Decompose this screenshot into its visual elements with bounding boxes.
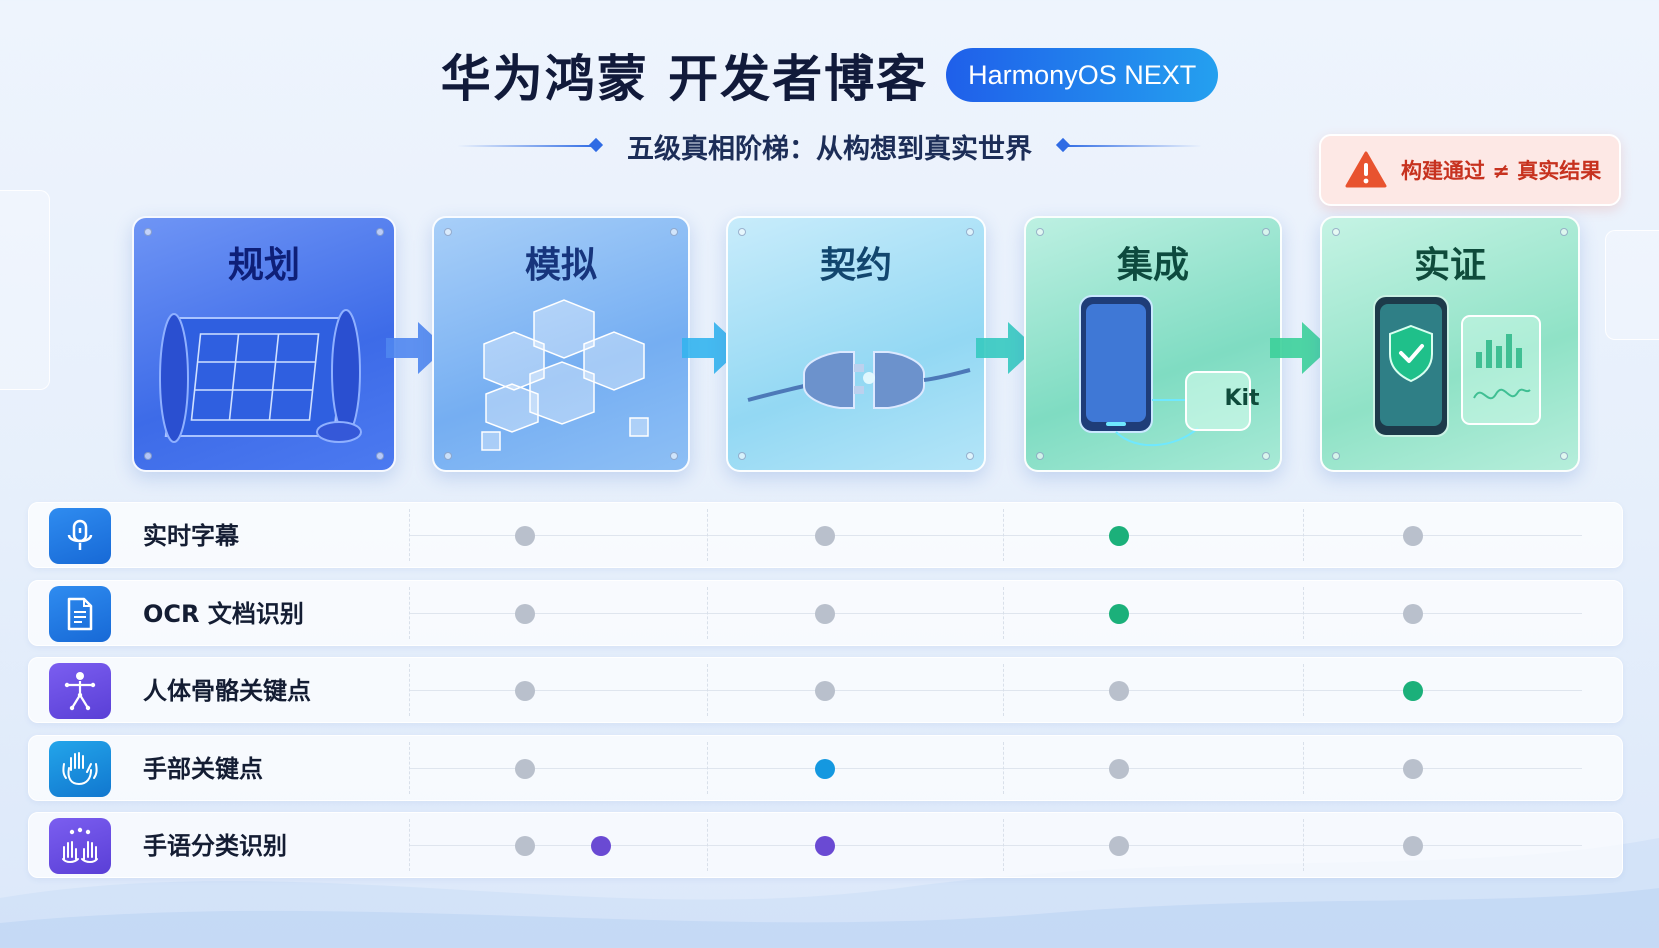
- status-dot-gray: [1109, 681, 1129, 701]
- status-dot-gray: [515, 604, 535, 624]
- table-row: OCR 文档识别: [28, 580, 1623, 646]
- status-dot-gray: [515, 526, 535, 546]
- stage-title-contract: 契约: [819, 245, 892, 286]
- status-dot-gray: [1403, 759, 1423, 779]
- row-label: 人体骨骼关键点: [143, 677, 311, 705]
- row-label: 手部关键点: [143, 755, 263, 783]
- status-dot-purple: [815, 836, 835, 856]
- column-divider: [409, 742, 410, 794]
- stage-title-plan: 规划: [227, 245, 300, 286]
- skeleton-icon: [49, 663, 111, 719]
- status-dot-gray: [1109, 759, 1129, 779]
- header: 华为鸿蒙 开发者博客 HarmonyOS NEXT: [0, 40, 1659, 110]
- hand-icon: [49, 741, 111, 797]
- table-row: 实时字幕: [28, 502, 1623, 568]
- arrow-right-icon: [386, 322, 446, 374]
- column-divider: [1303, 819, 1304, 871]
- status-dot-green: [1403, 681, 1423, 701]
- table-row: 人体骨骼关键点: [28, 657, 1623, 723]
- column-divider: [1303, 509, 1304, 561]
- row-track-line: [409, 535, 1582, 536]
- column-divider: [1003, 742, 1004, 794]
- sign-language-icon: [49, 818, 111, 874]
- column-divider: [1303, 587, 1304, 639]
- arrow-right-icon: [1270, 322, 1330, 374]
- status-dot-green: [1109, 526, 1129, 546]
- table-row: 手部关键点: [28, 735, 1623, 801]
- status-dot-purple: [591, 836, 611, 856]
- column-divider: [707, 587, 708, 639]
- os-badge: HarmonyOS NEXT: [946, 48, 1219, 102]
- status-dot-gray: [1109, 836, 1129, 856]
- plug-connector-icon: [747, 351, 971, 409]
- column-divider: [1003, 509, 1004, 561]
- column-divider: [409, 587, 410, 639]
- column-divider: [707, 509, 708, 561]
- table-row: 手语分类识别: [28, 812, 1623, 878]
- warning-triangle-icon: [1345, 151, 1387, 188]
- warning-callout: 构建通过 ≠ 真实结果: [1319, 134, 1621, 206]
- column-divider: [409, 664, 410, 716]
- phone-shield-chart-icon: [1373, 295, 1541, 437]
- column-divider: [707, 742, 708, 794]
- row-track-line: [409, 768, 1582, 769]
- status-dot-gray: [815, 526, 835, 546]
- warning-text: 构建通过 ≠ 真实结果: [1401, 159, 1602, 183]
- blueprint-scroll-icon: [159, 309, 362, 443]
- status-dot-gray: [1403, 604, 1423, 624]
- arrow-right-icon: [976, 322, 1036, 374]
- subtitle-row: 五级真相阶梯：从构想到真实世界: [0, 128, 1659, 165]
- status-dot-gray: [1403, 526, 1423, 546]
- row-track-line: [409, 845, 1582, 846]
- stage-card-simulate: 模拟: [432, 216, 690, 472]
- stage-card-integrate: 集成 Kit: [1024, 216, 1282, 472]
- status-dot-gray: [815, 604, 835, 624]
- row-track-line: [409, 690, 1582, 691]
- status-dot-gray: [1403, 836, 1423, 856]
- stage-card-contract: 契约: [726, 216, 986, 472]
- microphone-icon: [49, 508, 111, 564]
- page-title: 华为鸿蒙 开发者博客: [440, 50, 929, 108]
- column-divider: [1003, 587, 1004, 639]
- row-label: 实时字幕: [143, 522, 239, 550]
- decorative-glass-left: [0, 190, 50, 390]
- status-dot-gray: [815, 681, 835, 701]
- status-dot-blue: [815, 759, 835, 779]
- status-dot-gray: [515, 681, 535, 701]
- stage-card-plan: 规划: [132, 216, 396, 472]
- column-divider: [1003, 664, 1004, 716]
- stage-title-verify: 实证: [1413, 245, 1486, 286]
- glass-cubes-icon: [481, 299, 649, 451]
- subtitle-divider-right: [1062, 145, 1202, 147]
- stage-title-integrate: 集成: [1116, 245, 1189, 286]
- phone-kit-icon: [1079, 295, 1251, 446]
- status-dot-gray: [515, 836, 535, 856]
- column-divider: [409, 819, 410, 871]
- column-divider: [707, 819, 708, 871]
- row-track-line: [409, 613, 1582, 614]
- document-icon: [49, 586, 111, 642]
- row-label: OCR 文档识别: [143, 600, 304, 628]
- row-label: 手语分类识别: [143, 832, 287, 860]
- status-dot-green: [1109, 604, 1129, 624]
- kit-label: Kit: [1224, 386, 1260, 411]
- subtitle-divider-left: [457, 145, 597, 147]
- column-divider: [1303, 742, 1304, 794]
- column-divider: [409, 509, 410, 561]
- status-dot-gray: [515, 759, 535, 779]
- column-divider: [707, 664, 708, 716]
- decorative-glass-right: [1605, 230, 1659, 340]
- column-divider: [1303, 664, 1304, 716]
- stage-card-verify: 实证: [1320, 216, 1580, 472]
- column-divider: [1003, 819, 1004, 871]
- subtitle: 五级真相阶梯：从构想到真实世界: [627, 133, 1032, 165]
- stage-title-simulate: 模拟: [524, 245, 597, 286]
